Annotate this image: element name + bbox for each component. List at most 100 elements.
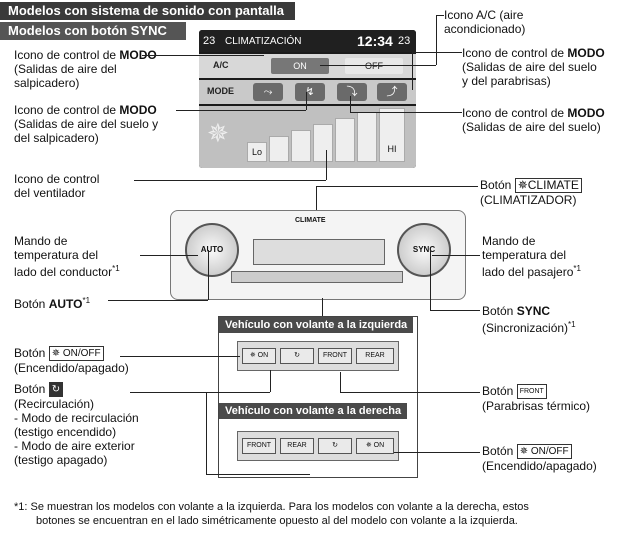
climate-icon: ✵CLIMATE	[514, 178, 582, 194]
strip-recirc-button[interactable]: ↻	[318, 438, 352, 454]
mode-label: MODE	[207, 86, 234, 96]
label-onoff-left: Botón ✵ ON/OFF (Encendido/apagado)	[14, 346, 129, 375]
label-text: (Salidas de aire del	[14, 62, 117, 76]
footnote-line: botones se encuentran en el lado simétri…	[36, 515, 518, 527]
fan-level-5[interactable]	[335, 118, 355, 162]
climate-screen: 23 CLIMATIZACIÓN 12:34 23 A/C ON OFF MOD…	[199, 30, 416, 168]
label-text: Icono de control de	[462, 106, 568, 120]
label-text: del salpicadero)	[14, 131, 99, 145]
mode-floor-dash-icon[interactable]: ↯	[295, 83, 325, 101]
label-boton-sync: Botón SYNC (Sincronización)*1	[482, 304, 576, 335]
label-onoff-right: Botón ✵ ON/OFF (Encendido/apagado)	[482, 444, 597, 473]
label-text: salpicadero)	[14, 76, 80, 90]
label-modo-suelo-parabrisas: Icono de control de MODO (Salidas de air…	[462, 46, 605, 88]
leader-line	[142, 55, 264, 56]
right-hand-header: Vehículo con volante a la derecha	[219, 403, 408, 419]
fan-level-6[interactable]	[357, 112, 377, 162]
leader-line	[322, 298, 323, 316]
label-text: Botón	[482, 444, 517, 458]
temp-left: 23	[203, 35, 216, 47]
label-text: Botón	[480, 178, 515, 192]
ac-off-button[interactable]: OFF	[345, 58, 403, 74]
fan-level-4[interactable]	[313, 124, 333, 162]
label-text: Botón	[482, 384, 517, 398]
label-text: (Sincronización)	[482, 321, 569, 335]
strip-rear-defrost-button[interactable]: REAR	[280, 438, 314, 454]
label-text: (Salidas de aire del suelo)	[462, 120, 601, 134]
passenger-temp-knob[interactable]: SYNC	[397, 223, 451, 277]
leader-line	[320, 65, 436, 66]
footnote-mark: *1:	[14, 501, 28, 513]
footnote-mark: *1	[573, 264, 581, 273]
label-text: acondicionado)	[444, 22, 526, 36]
mode-floor-windshield-icon[interactable]: ⤴	[377, 83, 407, 101]
fan-row: ✵ Lo HI	[199, 106, 416, 168]
label-text: (CLIMATIZADOR)	[480, 193, 577, 208]
label-bold: MODO	[567, 46, 605, 60]
fan-low[interactable]: Lo	[247, 142, 267, 162]
strip-onoff-button[interactable]: ✵ ON	[242, 348, 276, 364]
leader-line	[316, 186, 478, 187]
leader-line	[430, 310, 480, 311]
footnote-line: Se muestran los modelos con volante a la…	[30, 501, 529, 513]
footnote-mark: *1	[82, 296, 91, 305]
mode-row: MODE ⤳ ↯ ⤵ ⤴	[199, 80, 416, 104]
mode-floor-icon[interactable]: ⤵	[337, 83, 367, 101]
leader-line	[340, 392, 480, 393]
leader-line	[130, 392, 270, 393]
onoff-icon: ✵ ON/OFF	[516, 444, 572, 460]
clock: 12:34	[357, 33, 393, 49]
panel-climate-label: CLIMATE	[295, 217, 326, 224]
strip-onoff-button[interactable]: ✵ ON	[356, 438, 394, 454]
label-text: lado del pasajero	[482, 265, 574, 279]
label-text: y del parabrisas)	[462, 74, 551, 88]
leader-line	[140, 255, 198, 256]
ac-label: A/C	[213, 60, 229, 70]
label-text: (testigo encendido)	[14, 425, 117, 440]
label-text: temperatura del	[14, 248, 99, 262]
label-climate: Botón ✵CLIMATE (CLIMATIZADOR)	[480, 178, 582, 207]
label-boton-auto: Botón AUTO*1	[14, 294, 90, 311]
label-bold: SYNC	[516, 304, 551, 318]
label-text: (Encendido/apagado)	[482, 459, 597, 474]
driver-temp-knob[interactable]: AUTO	[185, 223, 239, 277]
leader-line	[270, 370, 271, 392]
fan-level-3[interactable]	[291, 130, 311, 162]
front-defrost-icon: FRONT	[516, 384, 547, 400]
onoff-icon-text: ON/OFF	[62, 348, 101, 360]
left-hand-strip: ✵ ON ↻ FRONT REAR	[237, 341, 399, 371]
ac-row: A/C ON OFF	[199, 54, 416, 78]
button-detail-box: Vehículo con volante a la izquierda ✵ ON…	[218, 316, 418, 478]
label-mando-conductor: Mando de temperatura del lado del conduc…	[14, 234, 120, 279]
strip-front-defrost-button[interactable]: FRONT	[318, 348, 352, 364]
fan-level-2[interactable]	[269, 136, 289, 162]
label-text: Icono de control	[14, 172, 100, 186]
leader-line	[412, 52, 462, 53]
leader-line	[412, 52, 413, 90]
leader-line	[206, 474, 310, 475]
strip-front-defrost-button[interactable]: FRONT	[242, 438, 276, 454]
strip-recirc-button[interactable]: ↻	[280, 348, 314, 364]
label-text: (Parabrisas térmico)	[482, 399, 591, 414]
label-text: Mando de	[482, 234, 536, 248]
leader-line	[350, 96, 351, 112]
label-recirculacion: Botón ↻ (Recirculación) - Modo de recirc…	[14, 382, 139, 467]
leader-line	[316, 186, 317, 222]
fan-high[interactable]: HI	[379, 108, 405, 162]
label-text: (Encendido/apagado)	[14, 361, 129, 376]
label-text: - Modo de aire exterior	[14, 439, 135, 454]
label-text: Botón	[482, 304, 517, 318]
mode-dash-icon[interactable]: ⤳	[253, 83, 283, 101]
temp-right: 23	[398, 35, 411, 47]
label-modo-salpicadero: Icono de control de MODO (Salidas de air…	[14, 48, 157, 90]
left-hand-header: Vehículo con volante a la izquierda	[219, 317, 414, 333]
leader-line	[350, 112, 462, 113]
label-modo-suelo-salpicadero: Icono de control de MODO (Salidas de air…	[14, 103, 158, 145]
onoff-icon: ✵ ON/OFF	[48, 346, 104, 362]
strip-rear-defrost-button[interactable]: REAR	[356, 348, 394, 364]
leader-line	[394, 452, 480, 453]
front-icon-text: FRONT	[519, 388, 544, 396]
climate-panel: CLIMATE AUTO SYNC	[170, 210, 466, 300]
ac-on-button[interactable]: ON	[271, 58, 329, 74]
